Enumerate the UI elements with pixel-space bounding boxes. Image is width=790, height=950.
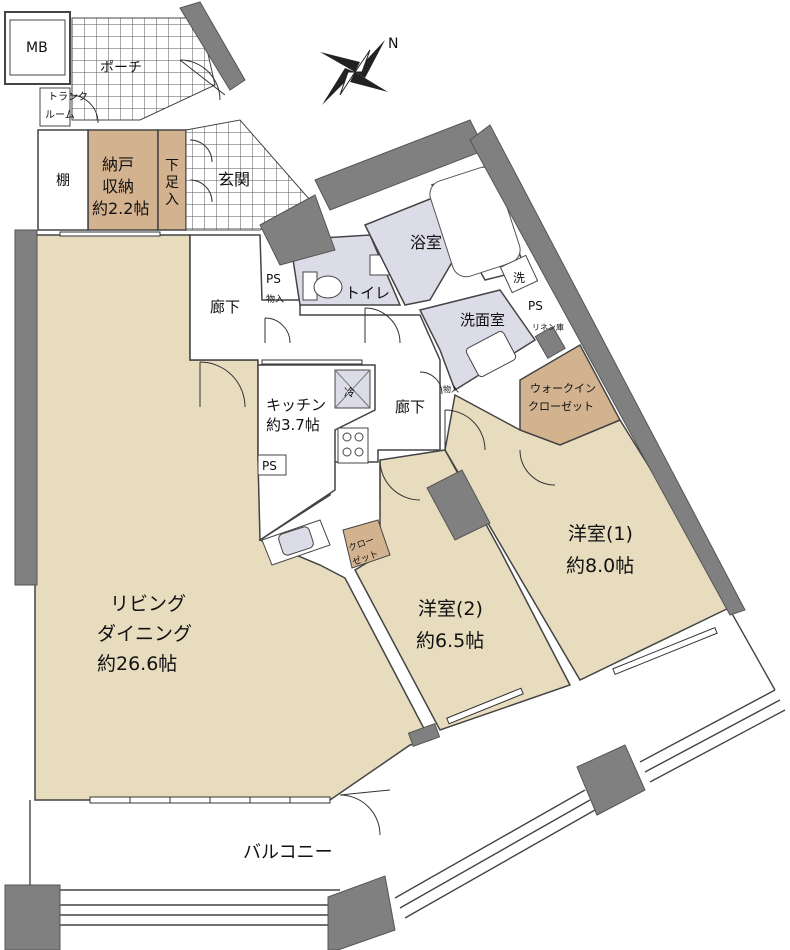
- monoire-label: 物入: [266, 293, 284, 305]
- bathroom: [363, 164, 526, 306]
- toilet-label: トイレ: [345, 284, 390, 302]
- washer-label: 洗: [513, 271, 525, 285]
- kitchen: [257, 364, 376, 566]
- ps-toilet-label: PS: [266, 272, 281, 286]
- kitchen-size: 約3.7帖: [266, 416, 320, 434]
- living-size: 約26.6帖: [97, 653, 177, 675]
- entrance-genkan: [71, 17, 311, 231]
- room1-label: 洋室(1): [568, 523, 633, 545]
- walk-in-closet: [519, 343, 622, 446]
- walls: [14, 1, 746, 748]
- porch-label: ポーチ: [100, 60, 142, 76]
- ps-wash-label: PS: [528, 299, 543, 313]
- genkan-label: 玄関: [218, 170, 250, 189]
- getabako-label-3: 入: [165, 192, 179, 208]
- small-storage-label: 物入: [443, 384, 459, 394]
- nando-label-1: 納戸: [102, 155, 134, 174]
- doors: [69, 59, 556, 836]
- wic-label-2: クローゼット: [528, 400, 594, 413]
- closet: [342, 519, 391, 569]
- linen-label: リネン庫: [532, 322, 564, 332]
- kitchen-label: キッチン: [266, 396, 326, 414]
- wic-label-1: ウォークイン: [530, 382, 596, 395]
- getabako-label-1: 下: [165, 158, 179, 174]
- shelf-label: 棚: [56, 173, 70, 189]
- nando-label-2: 収納: [102, 177, 134, 196]
- nando-size: 約2.2帖: [92, 199, 149, 218]
- hall-label-2: 廊下: [395, 398, 425, 416]
- living-label-2: ダイニング: [97, 623, 192, 645]
- washroom: [418, 254, 539, 392]
- hall-label-1: 廊下: [210, 298, 240, 316]
- ps-kitchen-label: PS: [262, 459, 277, 473]
- room2-label: 洋室(2): [418, 598, 483, 620]
- living-label-1: リビング: [110, 593, 186, 615]
- balcony-label: バルコニー: [243, 842, 333, 863]
- room2-size: 約6.5帖: [416, 630, 484, 652]
- trunk-room-label-1: トランク: [48, 91, 88, 103]
- trunk-room-label-2: ルーム: [45, 109, 75, 121]
- fridge-label: 冷: [344, 386, 355, 399]
- room1-size: 約8.0帖: [566, 555, 634, 577]
- windows: [59, 231, 718, 804]
- mb-label: MB: [26, 40, 48, 56]
- bath-label: 浴室: [410, 233, 442, 252]
- mb-box: [4, 11, 71, 127]
- north-arrow-icon: N: [320, 36, 398, 105]
- balcony: [4, 609, 786, 950]
- senmen-label: 洗面室: [460, 311, 505, 329]
- getabako-label-2: 足: [165, 175, 179, 191]
- storage-nando: [37, 129, 187, 231]
- north-label: N: [388, 36, 398, 52]
- hallway: [189, 234, 441, 463]
